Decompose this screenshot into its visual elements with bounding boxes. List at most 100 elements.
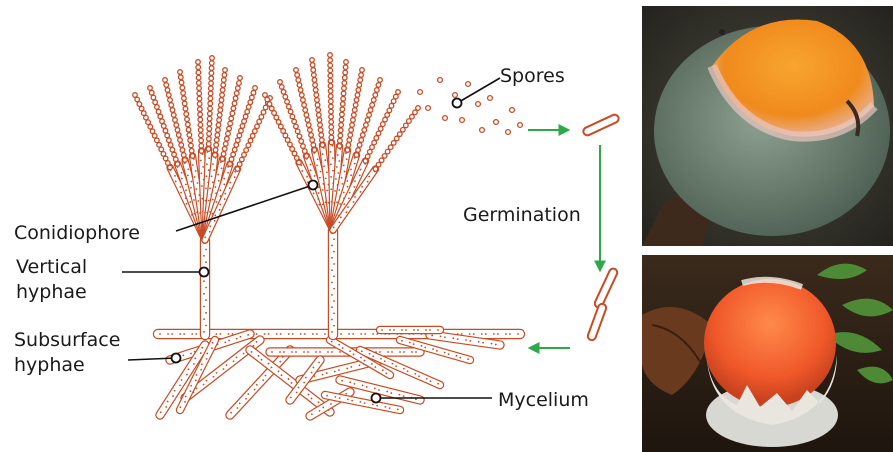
conidiophore-branch-speckle [185, 184, 187, 186]
conidiophore-branch-speckle [332, 170, 334, 172]
mycelium-hypha-speckle [444, 352, 446, 354]
mycelium-hypha-speckle [171, 333, 173, 335]
conidiophore-branch-speckle [209, 187, 211, 189]
conidia-chain [182, 96, 187, 101]
conidia-chain [287, 104, 292, 109]
mycelium-hypha-speckle [374, 388, 376, 390]
conidia-chain [304, 113, 309, 118]
conidia-chain [248, 100, 253, 105]
conidia-chain [305, 118, 310, 123]
vertical-hypha-2-speckle [333, 300, 335, 302]
conidiophore-branch-speckle [346, 180, 348, 182]
conidia-chain [367, 113, 372, 118]
conidiophore-branch-speckle [320, 171, 322, 173]
spore [453, 93, 458, 98]
mycelium-hypha-speckle [349, 381, 351, 383]
conidia-chain [298, 88, 303, 93]
conidia-chain [198, 117, 203, 122]
mycelium-hypha-speckle [165, 406, 167, 408]
conidia-chain [220, 88, 225, 93]
mycelium-hypha-speckle [384, 406, 386, 408]
mycelium-hypha-speckle [353, 353, 355, 355]
mycelium-hypha-speckle [190, 353, 192, 355]
conidia-chain [292, 119, 297, 124]
mycelium-hypha-speckle [378, 389, 380, 391]
mycelium-hypha-speckle [283, 351, 285, 353]
conidia-chain [251, 90, 256, 95]
conidia-chain [329, 140, 334, 145]
conidia-chain [158, 114, 163, 119]
conidia-chain [373, 167, 378, 172]
conidiophore-branch-speckle [361, 186, 363, 188]
mycelium-hypha-speckle [288, 333, 290, 335]
conidia-chain [302, 149, 307, 154]
conidia-chain [176, 133, 181, 138]
mycelium-hypha-speckle [390, 392, 392, 394]
conidia-chain [208, 101, 213, 106]
conidia-chain [368, 108, 373, 113]
conidia-chain [283, 95, 288, 100]
conidia-chain [389, 104, 394, 109]
conidiophore-branch-speckle [194, 176, 196, 178]
mycelium-hypha-speckle [465, 339, 467, 341]
spore [518, 123, 523, 128]
conidia-chain [222, 73, 227, 78]
conidia-chain [155, 105, 160, 110]
conidia-chain [229, 116, 234, 121]
conidia-chain [221, 83, 226, 88]
mycelium-hypha-speckle [303, 382, 305, 384]
mycelium-hypha-speckle [376, 405, 378, 407]
conidiophore-branch-speckle [224, 193, 226, 195]
spore [510, 108, 515, 113]
conidia-chain [168, 98, 173, 103]
conidia-chain [329, 135, 334, 140]
conidia-chain [349, 128, 354, 133]
mycelium-hypha-speckle [342, 347, 344, 349]
conidia-chain [328, 94, 333, 99]
conidia-chain [356, 88, 361, 93]
conidiophore-branch-speckle [187, 174, 189, 176]
conidia-chain [170, 147, 175, 152]
conidia-chain [209, 81, 214, 86]
conidia-chain [329, 109, 334, 114]
mycelium-hypha-speckle [339, 351, 341, 353]
conidia-chain [328, 53, 333, 58]
conidiophore-branch-speckle [326, 171, 328, 173]
conidiophore-branch-speckle [354, 180, 356, 182]
mycelium-hypha-speckle [364, 333, 366, 335]
mycelium-hypha-speckle [437, 329, 439, 331]
mycelium-hypha-speckle [247, 334, 249, 336]
vertical-hypha-1-speckle [205, 312, 207, 314]
conidia-chain [168, 143, 173, 148]
conidia-chain [342, 81, 347, 86]
conidia-chain [235, 167, 240, 172]
conidia-chain [329, 120, 334, 125]
mycelium-hypha-speckle [345, 393, 347, 395]
conidia-chain [232, 147, 237, 152]
conidia-chain [174, 123, 179, 128]
conidia-chain [238, 76, 243, 81]
mycelium-hypha-speckle [223, 368, 225, 370]
conidiophore-branch-speckle [219, 189, 221, 191]
mycelium-hypha-speckle [387, 351, 389, 353]
mycelium-hypha-speckle [491, 343, 493, 345]
mycelium-hypha-speckle [311, 398, 313, 400]
mycelium-hypha-speckle [228, 340, 230, 342]
mycelium-hypha-speckle [256, 333, 258, 335]
conidia-chain [206, 147, 211, 152]
mycelium-hypha-speckle [401, 340, 403, 342]
mycelium-hypha-speckle [280, 333, 282, 335]
mycelium-hypha-speckle [179, 384, 181, 386]
conidia-chain [357, 143, 362, 148]
conidia-chain [328, 63, 333, 68]
conidiophore-branch-speckle [343, 164, 345, 166]
conidia-chain [311, 68, 316, 73]
conidia-chain [261, 110, 266, 115]
conidiophore-branch-speckle [208, 157, 210, 159]
conidia-chain [245, 109, 250, 114]
mycelium-hypha-speckle [372, 355, 374, 357]
mycelium-hypha-speckle [276, 333, 278, 335]
conidiophore-branch-speckle [319, 177, 321, 179]
mycelium-hypha-speckle [339, 397, 341, 399]
mycelium-hypha-speckle [386, 391, 388, 393]
